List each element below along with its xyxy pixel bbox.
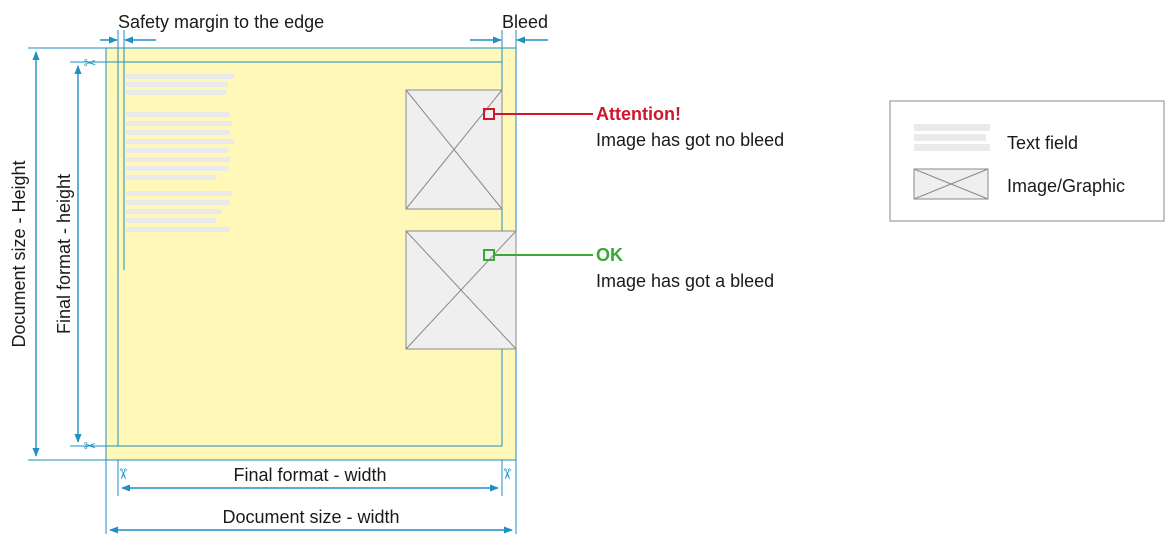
image-with-bleed	[405, 230, 517, 350]
attention-callout: Attention! Image has got no bleed	[483, 104, 784, 150]
legend-text-field-swatch	[914, 124, 990, 151]
legend-text-field-label: Text field	[1007, 133, 1078, 153]
safety-margin-label: Safety margin to the edge	[118, 12, 324, 32]
scissors-icon: ✂	[498, 468, 516, 481]
image-no-bleed	[405, 89, 503, 210]
document-width-label: Document size - width	[222, 507, 399, 527]
scissors-icon: ✂	[84, 437, 97, 455]
final-width-label: Final format - width	[233, 465, 386, 485]
ok-title: OK	[596, 245, 623, 265]
extension-lines	[28, 30, 517, 534]
attention-text: Image has got no bleed	[596, 130, 784, 150]
bleed-label: Bleed	[502, 12, 548, 32]
attention-title: Attention!	[596, 104, 681, 124]
legend-image-label: Image/Graphic	[1007, 176, 1125, 196]
scissors-icon: ✂	[114, 468, 132, 481]
document-height-label: Document size - Height	[9, 160, 29, 347]
scissors-icon: ✂	[84, 54, 97, 72]
final-height-label: Final format - height	[54, 174, 74, 334]
ok-text: Image has got a bleed	[596, 271, 774, 291]
image-placeholder-icon	[913, 168, 989, 200]
legend-box	[889, 100, 1165, 222]
text-field-placeholder	[126, 74, 234, 232]
legend: Text field Image/Graphic	[889, 100, 1165, 222]
ok-callout: OK Image has got a bleed	[483, 245, 774, 291]
